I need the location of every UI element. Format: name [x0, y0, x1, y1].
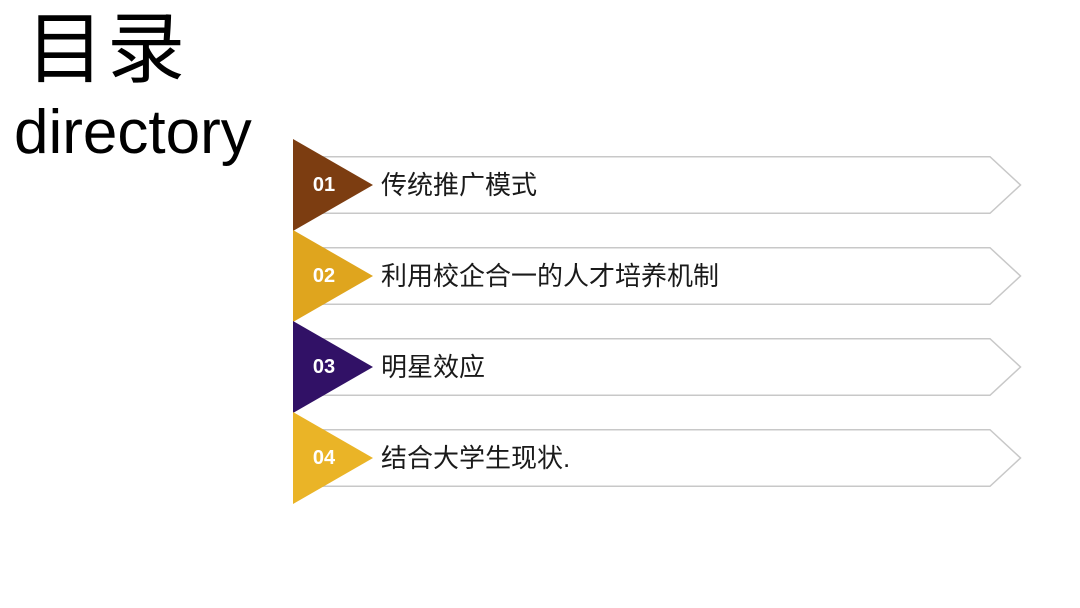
page-title-english: directory — [14, 98, 252, 167]
page-title-chinese: 目录 — [26, 5, 189, 93]
toc-item-number: 03 — [312, 356, 336, 378]
toc-item-number: 02 — [312, 265, 336, 287]
toc-item-label: 明星效应 — [381, 352, 486, 382]
toc-row: 01 传统推广模式 — [293, 139, 1038, 231]
toc-number-triangle — [293, 230, 373, 322]
toc-item-label: 传统推广模式 — [381, 170, 538, 200]
toc-item-label: 结合大学生现状. — [381, 443, 571, 473]
toc-item-label: 利用校企合一的人才培养机制 — [381, 261, 720, 291]
toc-item-number: 01 — [312, 174, 336, 196]
toc-number-triangle — [293, 139, 373, 231]
toc-row: 03 明星效应 — [293, 321, 1038, 413]
toc-row: 02 利用校企合一的人才培养机制 — [293, 230, 1038, 322]
toc-number-triangle — [293, 321, 373, 413]
toc-number-triangle — [293, 412, 373, 504]
toc-list: 01 传统推广模式 02 利用校企合一的人才培养机制 03 明星效应 04 结合大学生现状. — [293, 139, 1038, 604]
toc-row: 04 结合大学生现状. — [293, 412, 1038, 504]
toc-item-number: 04 — [312, 447, 336, 469]
